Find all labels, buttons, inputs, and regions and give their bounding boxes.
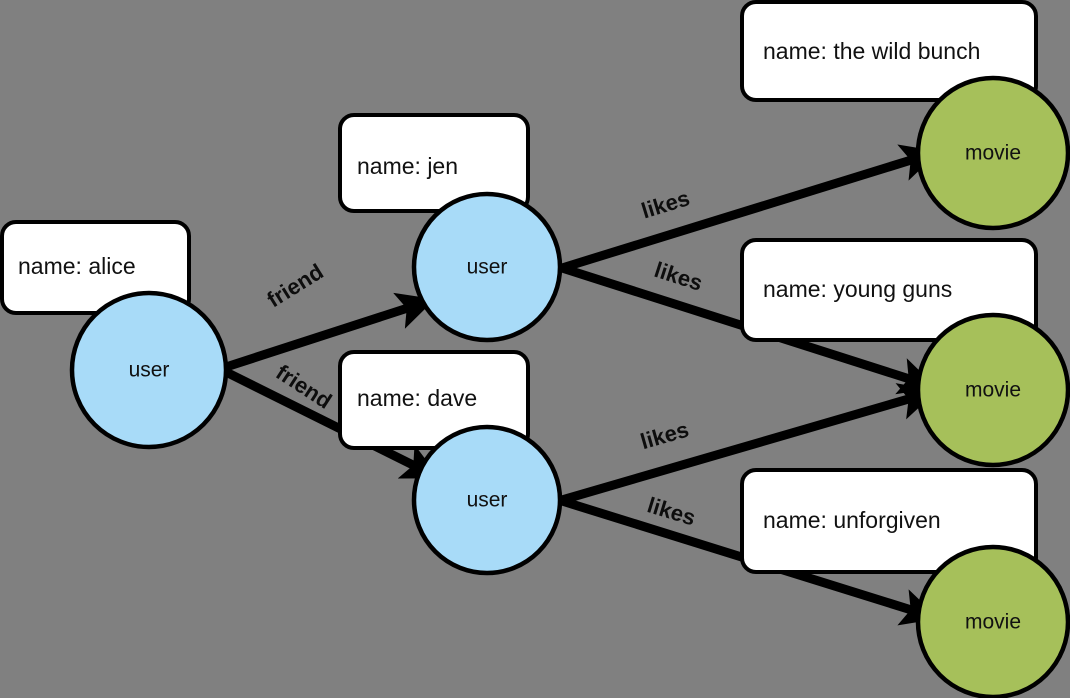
nodes-layer: user user user movie movie movie xyxy=(69,75,1070,698)
node-circle-user xyxy=(411,424,563,576)
property-box-rect xyxy=(740,238,1038,342)
node-circle-movie xyxy=(915,312,1070,468)
edge-line-alice-friend-jen xyxy=(224,292,435,372)
node-circle-user xyxy=(411,191,563,343)
property-box-the-wild-bunch[interactable]: name: the wild bunch xyxy=(740,0,1038,102)
node-label: user xyxy=(467,489,508,512)
property-box-rect xyxy=(740,468,1038,574)
node-label: movie xyxy=(965,611,1021,634)
node-label: user xyxy=(129,359,170,382)
property-box-alice[interactable]: name: alice xyxy=(0,220,191,315)
property-box-jen[interactable]: name: jen xyxy=(338,113,530,213)
property-box-unforgiven[interactable]: name: unforgiven xyxy=(740,468,1038,574)
graph-node-unforgiven[interactable]: movie xyxy=(915,544,1070,698)
graph-edge[interactable] xyxy=(560,383,938,505)
property-box-rect xyxy=(740,0,1038,102)
node-circle-movie xyxy=(915,75,1070,231)
graph-node-alice[interactable]: user xyxy=(69,290,229,450)
property-box-text: name: dave xyxy=(357,385,477,411)
edge-label-alice-friend-dave: friend xyxy=(271,359,336,413)
edge-line-alice-friend-dave xyxy=(223,367,440,479)
graph-edge[interactable] xyxy=(223,367,440,479)
graph-node-dave[interactable]: user xyxy=(411,424,563,576)
property-box-text: name: the wild bunch xyxy=(763,38,980,64)
edge-label-jen-likes-wild-bunch: likes xyxy=(638,185,692,223)
edge-line-dave-likes-young-guns xyxy=(560,383,938,505)
edge-label-jen-likes-young-guns: likes xyxy=(651,257,705,296)
property-box-text: name: young guns xyxy=(763,276,952,302)
edge-label-alice-friend-jen: friend xyxy=(263,259,328,313)
property-boxes-layer: name: alice name: jen name: dave name: the … xyxy=(0,0,1038,574)
property-box-dave[interactable]: name: dave xyxy=(338,350,530,450)
graph-node-the-wild-bunch[interactable]: movie xyxy=(915,75,1070,231)
property-box-text: name: alice xyxy=(18,253,136,279)
property-box-text: name: unforgiven xyxy=(763,507,941,533)
property-box-text: name: jen xyxy=(357,153,458,179)
node-label: movie xyxy=(965,379,1021,402)
node-label: user xyxy=(467,256,508,279)
property-box-young-guns[interactable]: name: young guns xyxy=(740,238,1038,342)
edge-label-dave-likes-young-guns: likes xyxy=(638,417,692,455)
graph-node-jen[interactable]: user xyxy=(411,191,563,343)
node-circle-user xyxy=(69,290,229,450)
graph-node-young-guns[interactable]: movie xyxy=(915,312,1070,468)
node-label: movie xyxy=(965,142,1021,165)
graph-edge[interactable] xyxy=(224,292,435,372)
property-box-rect xyxy=(338,113,530,213)
node-circle-movie xyxy=(915,544,1070,698)
edge-line-jen-likes-wild-bunch xyxy=(560,144,940,273)
graph-edge[interactable] xyxy=(560,144,940,273)
